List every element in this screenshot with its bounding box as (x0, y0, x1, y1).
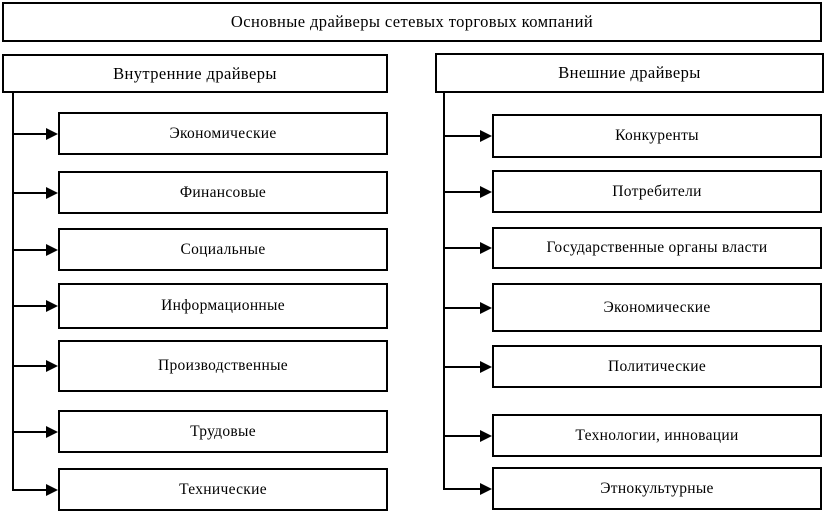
external-drivers-header: Внешние драйверы (435, 53, 824, 93)
diagram-node: Экономические (12, 112, 388, 155)
diagram-node: Потребители (443, 170, 822, 213)
arrow-connector (443, 242, 492, 254)
diagram-node: Государственные органы власти (443, 227, 822, 269)
diagram-title: Основные драйверы сетевых торговых компа… (2, 2, 822, 42)
diagram-node: Конкуренты (443, 114, 822, 158)
arrow-connector (443, 429, 492, 442)
node-box: Финансовые (58, 171, 388, 214)
node-box: Производственные (58, 340, 388, 392)
node-box: Социальные (58, 228, 388, 271)
arrow-connector (12, 425, 58, 438)
arrow-connector (443, 301, 492, 314)
node-box: Экономические (492, 283, 822, 332)
node-box: Конкуренты (492, 114, 822, 158)
arrow-connector (12, 483, 58, 496)
external-connector-trunk (443, 93, 445, 489)
arrow-connector (12, 186, 58, 199)
node-box: Технологии, инновации (492, 414, 822, 457)
diagram-node: Экономические (443, 283, 822, 332)
diagram-node: Политические (443, 345, 822, 388)
arrow-connector (443, 130, 492, 142)
diagram-node: Производственные (12, 340, 388, 392)
diagram-node: Финансовые (12, 171, 388, 214)
node-box: Трудовые (58, 410, 388, 453)
diagram-node: Технологии, инновации (443, 414, 822, 457)
arrow-connector (12, 300, 58, 312)
arrow-connector (443, 185, 492, 198)
node-box: Экономические (58, 112, 388, 155)
internal-connector-trunk (12, 92, 14, 490)
arrow-connector (443, 482, 492, 495)
arrow-connector (443, 360, 492, 373)
node-box: Политические (492, 345, 822, 388)
diagram-node: Трудовые (12, 410, 388, 453)
arrow-connector (12, 360, 58, 372)
diagram-node: Этнокультурные (443, 467, 822, 510)
arrow-connector (12, 127, 58, 140)
node-box: Технические (58, 468, 388, 511)
node-box: Этнокультурные (492, 467, 822, 510)
internal-drivers-header: Внутренние драйверы (2, 54, 388, 93)
diagram-node: Социальные (12, 228, 388, 271)
diagram-node: Технические (12, 468, 388, 511)
node-box: Информационные (58, 283, 388, 329)
diagram-node: Информационные (12, 283, 388, 329)
arrow-connector (12, 243, 58, 256)
node-box: Потребители (492, 170, 822, 213)
node-box: Государственные органы власти (492, 227, 822, 269)
